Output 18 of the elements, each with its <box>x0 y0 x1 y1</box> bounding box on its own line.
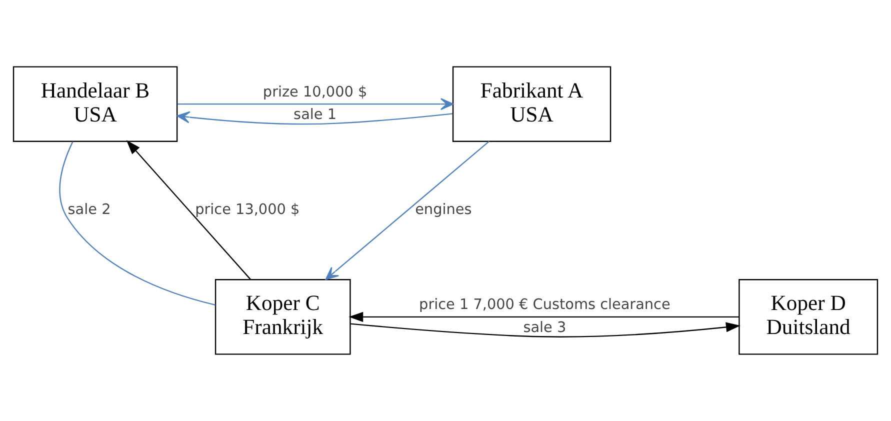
arrow <box>325 141 490 280</box>
edge-label: sale 3 <box>523 320 566 336</box>
arrow <box>176 111 453 125</box>
node-box: Handelaar B USA <box>12 66 178 142</box>
edge-label: sale 2 <box>68 202 111 218</box>
edge-label: engines <box>415 202 472 218</box>
connector <box>59 142 216 306</box>
edge-label: sale 1 <box>294 107 337 124</box>
edge-label: price 1 7,000 € Customs clearance <box>419 297 670 314</box>
arrow <box>126 140 251 280</box>
arrow <box>177 98 454 110</box>
arrow <box>350 322 740 338</box>
arrow <box>348 312 739 322</box>
node-box: Fabrikant A USA <box>452 66 612 142</box>
node-box: Koper D Duitsland <box>738 279 878 355</box>
node-box: Koper C Frankrijk <box>214 279 351 355</box>
edge-label: prize 10,000 $ <box>262 84 368 100</box>
edge-label: price 13,000 $ <box>195 202 300 218</box>
